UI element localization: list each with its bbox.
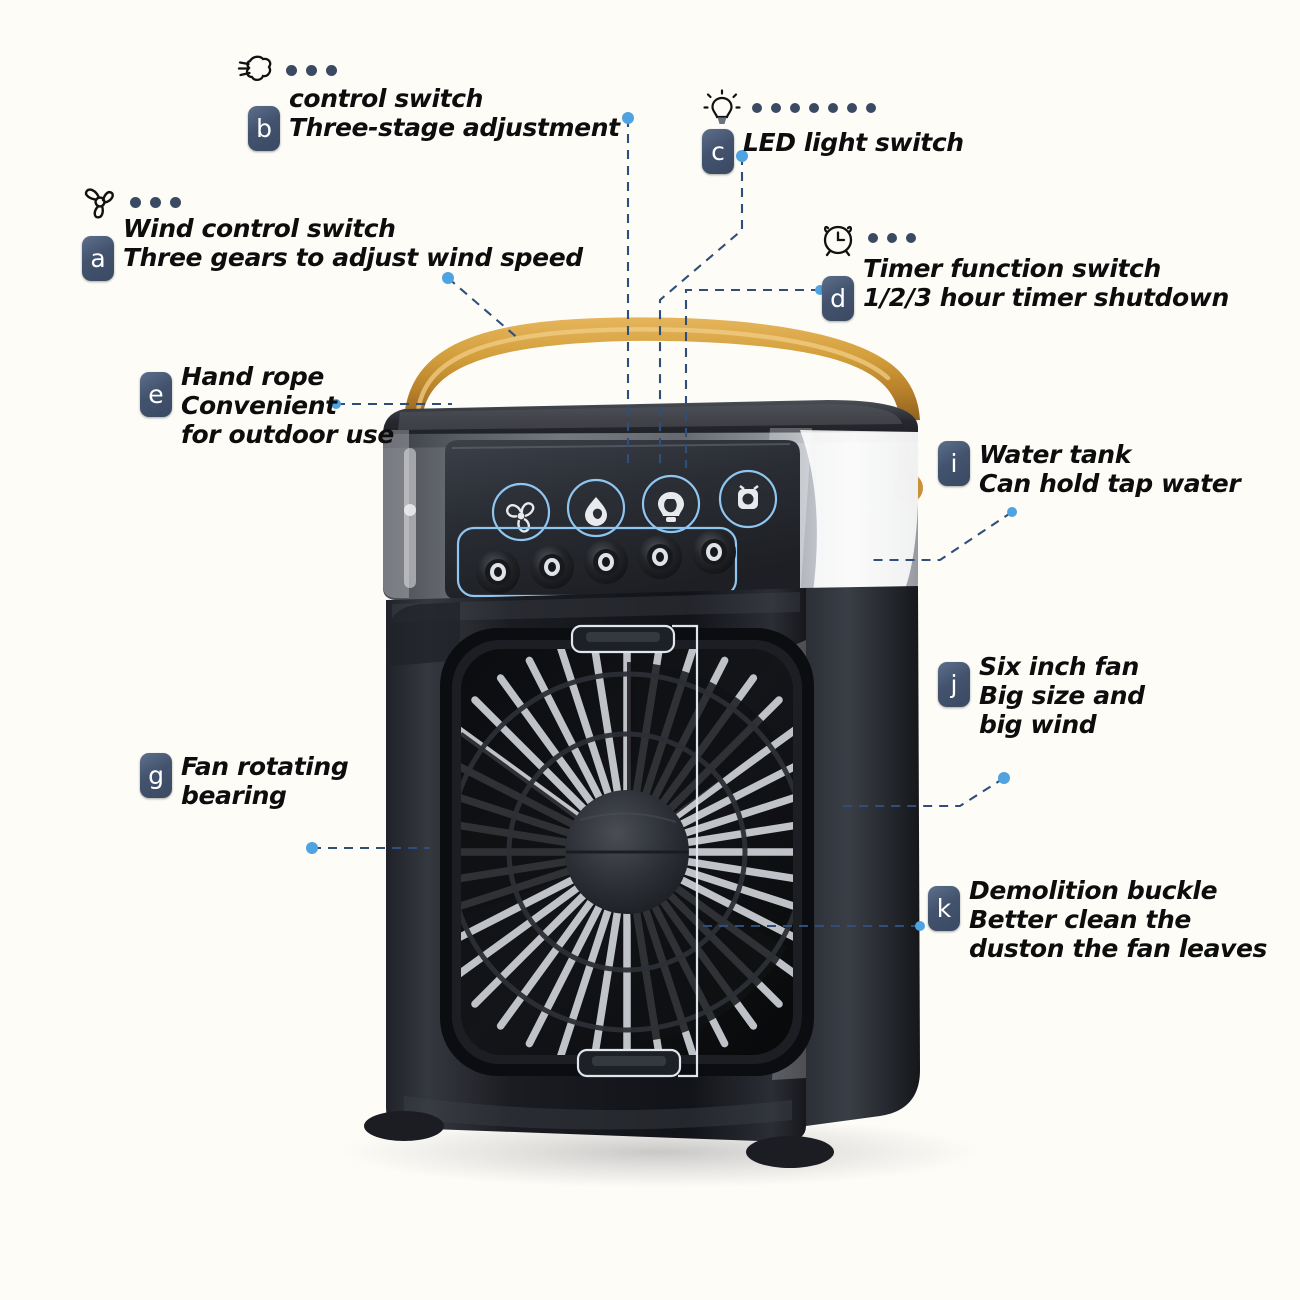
callout-a-line1: Wind control switch [123,214,396,243]
hand-rope-handle [404,317,923,503]
callout-i-badge: i [938,441,970,486]
buckle-top[interactable] [570,624,676,654]
alarm-clock-icon [823,225,853,257]
callout-c-badge: c [702,129,734,174]
fan-blade-slots [452,640,802,1064]
callout-c-dots [752,103,876,113]
callout-e-line3: for outdoor use [181,420,394,449]
callout-b-text: control switch Three-stage adjustment [289,84,620,142]
callout-d-text: Timer function switch 1/2/3 hour timer s… [863,254,1229,312]
callout-c[interactable]: c LED light switch [702,128,964,174]
callout-b[interactable]: b control switch Three-stage adjustment [248,84,620,151]
mist-nozzle-group [456,526,738,598]
callout-g-line2: bearing [181,781,287,810]
led-light-button[interactable] [641,474,701,534]
leader-d [684,288,820,468]
callout-d[interactable]: d Timer function switch 1/2/3 hour timer… [822,254,1229,321]
bulb-icon [658,492,684,522]
nozzle-highlight-box [456,526,738,598]
fan-hub [565,790,689,914]
callout-i-text: Water tank Can hold tap water [979,440,1241,498]
clock-icon [738,485,759,509]
callout-j-line3: big wind [979,710,1097,739]
fan-speed-button[interactable] [491,482,551,542]
callout-j-line2: Big size and [979,681,1145,710]
callout-k-line3: duston the fan leaves [969,934,1267,963]
callout-i-line1: Water tank [979,440,1131,469]
callout-k-text: Demolition buckle Better clean the dusto… [969,876,1267,963]
callout-c-iconrow [702,88,876,128]
callout-d-line1: Timer function switch [863,254,1161,283]
callout-d-iconrow [818,218,916,258]
callout-b-badge: b [248,106,280,151]
callout-e-line2: Convenient [181,391,337,420]
air-puff-icon [237,55,272,82]
callout-e-badge: e [140,372,172,417]
mist-button[interactable] [566,478,626,538]
callout-a-badge: a [82,236,114,281]
callout-a-line2: Three gears to adjust wind speed [123,243,583,272]
callout-a[interactable]: a Wind control switch Three gears to adj… [82,214,583,281]
callout-c-line1: LED light switch [743,128,964,157]
callout-c-text: LED light switch [743,128,964,157]
callout-e-line1: Hand rope [181,362,324,391]
fan-grille [440,628,814,1076]
leader-i [868,511,1013,562]
callout-g[interactable]: g Fan rotating bearing [140,752,349,810]
grille-rings [452,671,802,1033]
callout-d-badge: d [822,276,854,321]
callout-b-line1: control switch [289,84,484,113]
callout-a-text: Wind control switch Three gears to adjus… [123,214,583,272]
callout-k-badge: k [928,886,960,931]
callout-k-line2: Better clean the [969,905,1191,934]
timer-button[interactable] [718,469,778,529]
leader-a [447,277,521,341]
callout-i[interactable]: i Water tank Can hold tap water [938,440,1241,498]
callout-j[interactable]: j Six inch fan Big size and big wind [938,652,1145,739]
callout-k-line1: Demolition buckle [969,876,1218,905]
callout-g-line1: Fan rotating [181,752,349,781]
mist-nozzle [476,550,520,594]
mist-nozzle [692,530,736,574]
mist-nozzle [584,540,628,584]
callout-b-line2: Three-stage adjustment [289,113,620,142]
fan-icon [506,502,535,533]
water-drop-icon [585,497,607,526]
lightbulb-icon [703,89,741,124]
leader-j [842,777,1005,808]
mist-nozzle [530,545,574,589]
demolition-buckle-group [570,624,699,1078]
callout-e[interactable]: e Hand rope Convenient for outdoor use [140,362,394,449]
foot [364,1111,444,1141]
callout-g-text: Fan rotating bearing [181,752,349,810]
callout-j-text: Six inch fan Big size and big wind [979,652,1145,739]
callout-a-dots [130,196,181,208]
mist-nozzle [638,535,682,579]
callout-b-iconrow [236,50,337,90]
leader-c [658,156,744,470]
foot-group [364,1111,834,1168]
callout-i-line2: Can hold tap water [979,469,1241,498]
callout-b-dots [286,64,337,76]
callout-k[interactable]: k Demolition buckle Better clean the dus… [928,876,1267,963]
callout-d-dots [868,233,916,243]
callout-d-line2: 1/2/3 hour timer shutdown [863,283,1229,312]
callout-j-badge: j [938,662,970,707]
foot [746,1136,834,1168]
callout-j-line1: Six inch fan [979,652,1139,681]
buckle-bottom[interactable] [576,1048,682,1078]
main-body [386,586,920,1142]
callout-a-iconrow [80,182,181,222]
fan-propeller-icon [84,188,114,219]
buckle-link-outline [672,624,699,1078]
callout-g-badge: g [140,753,172,798]
fan-blades [452,662,787,1042]
control-button-group [491,469,778,542]
water-tank [383,400,918,600]
callout-e-text: Hand rope Convenient for outdoor use [181,362,394,449]
ground-shadow [340,1116,980,1188]
